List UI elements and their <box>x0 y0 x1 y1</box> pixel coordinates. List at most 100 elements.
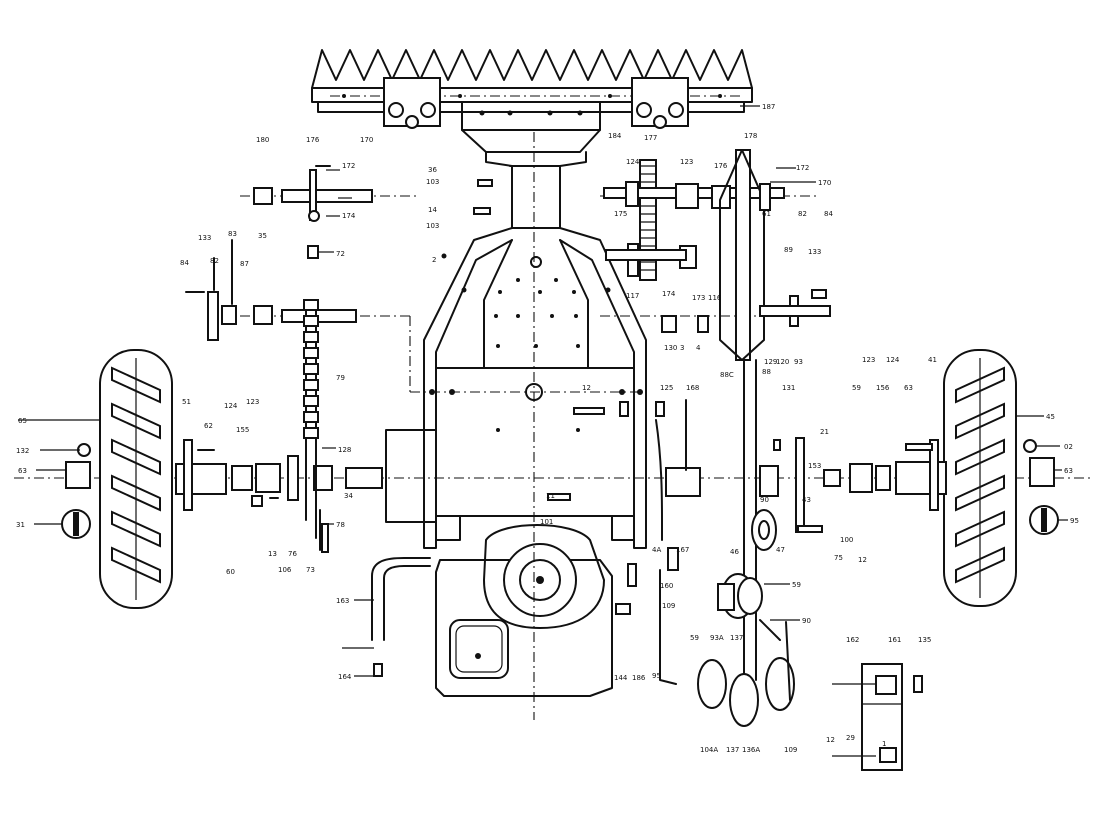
callout-175: 175 <box>614 210 627 218</box>
callout-101: 101 <box>540 518 553 526</box>
callout-103: 103 <box>426 178 439 186</box>
callout-174: 174 <box>342 212 356 220</box>
callout-12: 12 <box>858 556 867 564</box>
callout-106: 106 <box>278 566 292 574</box>
callout-135: 135 <box>918 636 931 644</box>
callout-125: 125 <box>660 384 673 392</box>
callout-02: 02 <box>1064 443 1073 451</box>
callout-82: 82 <box>798 210 807 218</box>
callout-172: 172 <box>342 162 355 170</box>
callout-123: 123 <box>246 398 259 406</box>
callout-109: 109 <box>784 746 797 754</box>
callout-133: 133 <box>198 234 211 242</box>
callout-90: 90 <box>760 496 769 504</box>
callout-43: 43 <box>802 496 811 504</box>
callout-72: 72 <box>336 250 345 258</box>
callout-168: 168 <box>686 384 699 392</box>
callout-60: 60 <box>226 568 235 576</box>
callout-59: 59 <box>852 384 861 392</box>
callout-124: 124 <box>886 356 900 364</box>
callout-labels: 187 180 176 170 172 184 177 178 36 103 1… <box>16 103 1079 754</box>
cutter-bar <box>311 49 753 153</box>
callout-186: 186 <box>632 674 646 682</box>
callout-83: 83 <box>228 230 237 238</box>
engine-housing <box>385 132 613 720</box>
callout-90: 90 <box>802 617 811 625</box>
callout-123: 123 <box>862 356 875 364</box>
callout-76: 76 <box>288 550 297 558</box>
drive-chain <box>303 299 319 539</box>
left-hub-parts <box>61 439 383 551</box>
callout-128: 128 <box>338 446 351 454</box>
callout-164: 164 <box>338 673 352 681</box>
callout-160: 160 <box>660 582 673 590</box>
callout-88: 88 <box>762 368 771 376</box>
callout-132: 132 <box>16 447 29 455</box>
right-wheel <box>943 349 1017 607</box>
callout-109: 109 <box>662 602 675 610</box>
callout-144: 144 <box>614 674 628 682</box>
callout-124: 124 <box>626 158 640 166</box>
callout-167: 167 <box>676 546 689 554</box>
callout-46: 46 <box>730 548 739 556</box>
callout-161: 161 <box>888 636 901 644</box>
callout-95: 95 <box>1070 517 1079 525</box>
callout-173: 173 <box>692 294 705 302</box>
callout-93: 93 <box>794 358 803 366</box>
callout-62: 62 <box>204 422 213 430</box>
callout-120: 120 <box>776 358 789 366</box>
callout-174: 174 <box>662 290 676 298</box>
callout-63: 63 <box>18 467 27 475</box>
callout-35: 35 <box>258 232 267 240</box>
callout-129: 129 <box>764 358 777 366</box>
callout-31: 31 <box>16 521 25 529</box>
callout-84: 84 <box>824 210 833 218</box>
left-wheel <box>99 349 173 609</box>
leader-lines <box>18 105 1068 677</box>
callout-89: 89 <box>784 246 793 254</box>
callout-104a: 104A <box>700 746 718 754</box>
callout-131: 131 <box>782 384 795 392</box>
callout-4: 4 <box>696 344 701 352</box>
callout-123: 123 <box>680 158 693 166</box>
belt-pulleys <box>655 359 805 727</box>
callout-1: 1 <box>882 740 886 748</box>
callout-61: 61 <box>762 210 771 218</box>
callout-137: 137 <box>726 746 739 754</box>
callout-177: 177 <box>644 134 657 142</box>
callout-162: 162 <box>846 636 859 644</box>
callout-117: 117 <box>626 292 639 300</box>
upper-right-gearbox <box>603 149 831 361</box>
callout-93a: 93A <box>710 634 724 642</box>
callout-2: 2 <box>432 256 436 264</box>
callout-78: 78 <box>336 521 345 529</box>
callout-87: 87 <box>240 260 249 268</box>
callout-100: 100 <box>840 536 853 544</box>
right-hub-parts <box>823 439 1059 535</box>
callout-180: 180 <box>256 136 269 144</box>
callout-156: 156 <box>876 384 890 392</box>
callout-11: 11 <box>546 492 555 500</box>
callout-65: 65 <box>18 417 27 425</box>
callout-59: 59 <box>792 581 801 589</box>
callout-172: 172 <box>796 164 809 172</box>
callout-130: 130 <box>664 344 677 352</box>
callout-29: 29 <box>846 734 855 742</box>
callout-13: 13 <box>268 550 277 558</box>
callout-178: 178 <box>744 132 757 140</box>
callout-21: 21 <box>820 428 829 436</box>
callout-170: 170 <box>360 136 373 144</box>
callout-14: 14 <box>428 206 437 214</box>
callout-63: 63 <box>1064 467 1073 475</box>
callout-84: 84 <box>180 259 189 267</box>
callout-88c: 88C <box>720 371 734 379</box>
callout-47: 47 <box>776 546 785 554</box>
callout-153: 153 <box>808 462 821 470</box>
callout-95: 95 <box>652 672 661 680</box>
callout-45: 45 <box>1046 413 1055 421</box>
callout-124: 124 <box>224 402 238 410</box>
callout-82: 82 <box>210 257 219 265</box>
callout-155: 155 <box>236 426 249 434</box>
callout-103: 103 <box>426 222 439 230</box>
